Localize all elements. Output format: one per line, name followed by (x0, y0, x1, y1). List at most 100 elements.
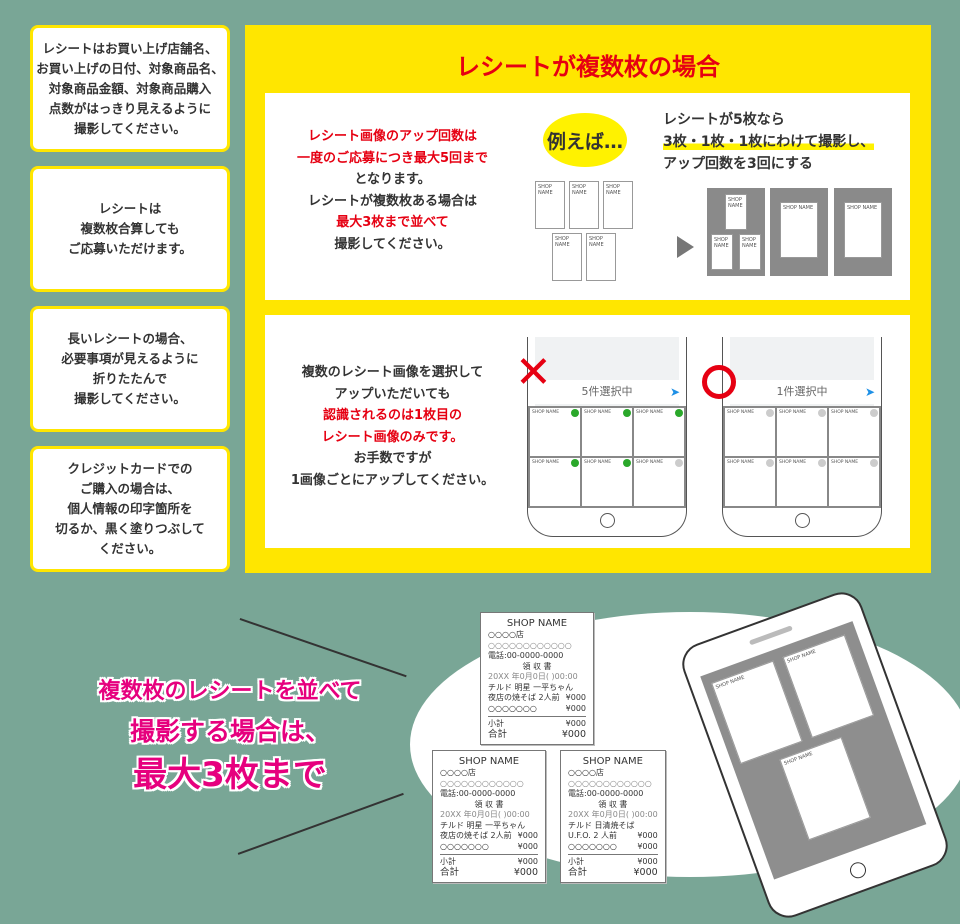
receipt-thumbnail[interactable]: SHOP NAME (634, 408, 684, 456)
thumbnail-label: SHOP NAME (636, 460, 664, 465)
receipt-thumbnail[interactable]: SHOP NAME (777, 458, 827, 506)
item-price: ¥000 (637, 841, 658, 851)
unselected-circle-icon[interactable] (766, 409, 774, 417)
receipt-item: ○○○○○○○¥000 (488, 704, 586, 715)
receipt-tel: 電話:00-0000-0000 (568, 789, 644, 798)
note-receipt-details: レシートはお買い上げ店舗名、 お買い上げの日付、対象商品名、 対象商品金額、対象… (30, 25, 230, 152)
receipt-store: ○○○○店 (568, 768, 604, 777)
text-line: 1画像ごとにアップしてください。 (290, 472, 495, 488)
receipt-thumbnail[interactable]: SHOP NAME (530, 458, 580, 506)
item-price: ¥000 (565, 693, 586, 702)
receipt-item: U.F.O. 2 人前 ¥000 (568, 831, 658, 842)
receipt-doc-title: 領 収 書 (474, 799, 504, 809)
correct-mark-icon (702, 365, 736, 399)
divider-line (239, 618, 407, 677)
receipt-thumbnail[interactable]: SHOP NAME (582, 458, 632, 506)
unselected-circle-icon[interactable] (870, 409, 878, 417)
upload-limit-text: レシート画像のアップ回数は 一度のご応募につき最大5回まで となります。 レシー… (280, 126, 505, 255)
text-line: アップ回数を3回にする (663, 156, 813, 172)
unselected-circle-icon[interactable] (766, 459, 774, 467)
selected-check-icon[interactable] (571, 409, 579, 417)
receipt-item: 夜店の焼そば 2人前 ¥000 (488, 693, 586, 704)
value: ¥000 (637, 857, 658, 866)
unselected-circle-icon[interactable] (870, 459, 878, 467)
value: ¥000 (565, 719, 586, 728)
max-three-message: 複数枚のレシートを並べて 撮影する場合は、 最大3枚まで (60, 672, 400, 798)
mini-receipt-title: SHOP NAME (538, 184, 553, 196)
selected-check-icon[interactable] (675, 409, 683, 417)
text-line: レシート画像のアップ回数は (307, 129, 477, 144)
receipt: SHOP NAME ○○○○店 ○○○○○○○○○○○○ 電話:00-0000-… (432, 750, 546, 883)
receipt-doc-title: 領 収 書 (598, 799, 628, 809)
mini-receipt-title: SHOP NAME (572, 184, 587, 196)
thumbnail-label: SHOP NAME (727, 460, 755, 465)
item-name: 夜店の焼そば 2人前 (488, 693, 560, 702)
thumbnail-label: SHOP NAME (727, 410, 755, 415)
receipt-subtotal: 小計 ¥000 (488, 719, 586, 730)
thumbnail-label: SHOP NAME (532, 410, 560, 415)
receipt: SHOP NAME ○○○○店 ○○○○○○○○○○○○ 電話:00-0000-… (560, 750, 666, 883)
label: 小計 (488, 719, 504, 728)
text-line: レシートが複数枚ある場合は (307, 193, 477, 209)
receipt-total: 合計¥000 (568, 866, 658, 879)
receipt-thumbnail[interactable]: SHOP NAME (829, 408, 879, 456)
item-price: ¥000 (517, 841, 538, 851)
item-price: ¥000 (637, 831, 658, 840)
receipt-total: 合計¥000 (488, 728, 586, 741)
receipt-date: 20XX 年0月0日( )00:00 (440, 810, 530, 819)
receipt-tel: 電話:00-0000-0000 (440, 789, 516, 798)
text-line: となります。 (354, 172, 431, 187)
thumbnail-label: SHOP NAME (584, 410, 612, 415)
value: ¥000 (561, 728, 586, 740)
mini-receipt: SHOP NAME (552, 233, 582, 281)
receipt-tel: 電話:00-0000-0000 (488, 651, 564, 660)
receipt-date: 20XX 年0月0日( )00:00 (488, 672, 578, 681)
upload-limit-section: レシート画像のアップ回数は 一度のご応募につき最大5回まで となります。 レシー… (265, 93, 910, 300)
selected-check-icon[interactable] (571, 459, 579, 467)
label: 合計 (440, 866, 460, 878)
receipt-thumbnail[interactable]: SHOP NAME (725, 458, 775, 506)
text-line: 複数枚のレシートを並べて (98, 679, 362, 704)
thumbnail-label: SHOP NAME (779, 460, 807, 465)
example-badge: 例えば… (543, 113, 627, 167)
label: 合計 (568, 866, 588, 878)
receipt-subtotal: 小計¥000 (440, 857, 538, 868)
text-line: 撮影してください。 (334, 236, 451, 252)
mini-receipt: SHOP NAME (535, 181, 565, 229)
receipt-subtotal: 小計 ¥000 (568, 857, 658, 868)
mini-receipt-title: SHOP NAME (589, 236, 604, 248)
selected-check-icon[interactable] (623, 459, 631, 467)
item-name: U.F.O. 2 人前 (568, 831, 617, 840)
mini-receipt: SHOP NAME (844, 202, 882, 258)
single-upload-section: 複数のレシート画像を選択して アップいただいても 認識されるのは1枚目の レシー… (265, 315, 910, 548)
text-line: 最大3枚まで並べて (336, 215, 449, 230)
receipt-address: ○○○○○○○○○○○○ (568, 778, 652, 788)
text-line: 複数のレシート画像を選択して (301, 365, 484, 380)
note-multiple-receipts: レシートは 複数枚合算しても ご応募いただけます。 (30, 166, 230, 292)
mini-receipt: SHOP NAME (711, 234, 733, 270)
selected-check-icon[interactable] (623, 409, 631, 417)
unselected-circle-icon[interactable] (818, 409, 826, 417)
receipt-thumbnail[interactable]: SHOP NAME (530, 408, 580, 456)
example-text: レシートが5枚なら 3枚・1枚・1枚にわけて撮影し、 アップ回数を3回にする (663, 109, 875, 175)
receipt-thumbnail[interactable]: SHOP NAME (582, 408, 632, 456)
receipt-thumbnail[interactable]: SHOP NAME (777, 408, 827, 456)
text-line: アップいただいても (334, 386, 451, 402)
label: 小計 (568, 857, 584, 866)
unselected-circle-icon[interactable] (818, 459, 826, 467)
receipt-thumbnail[interactable]: SHOP NAME (634, 458, 684, 506)
text-line: 認識されるのは1枚目の (322, 408, 463, 423)
receipt-item: チルド 明星 一平ちゃん (440, 821, 538, 832)
thumbnail-label: SHOP NAME (831, 460, 859, 465)
receipt-address: ○○○○○○○○○○○○ (488, 640, 572, 650)
mini-receipt-title: SHOP NAME (742, 237, 757, 249)
mini-receipt: SHOP NAME (569, 181, 599, 229)
receipt-thumbnail[interactable]: SHOP NAME (829, 458, 879, 506)
unselected-circle-icon[interactable] (675, 459, 683, 467)
receipt-item: チルド 日清焼そば (568, 821, 658, 832)
receipt-thumbnail[interactable]: SHOP NAME (725, 408, 775, 456)
value: ¥000 (517, 857, 538, 866)
